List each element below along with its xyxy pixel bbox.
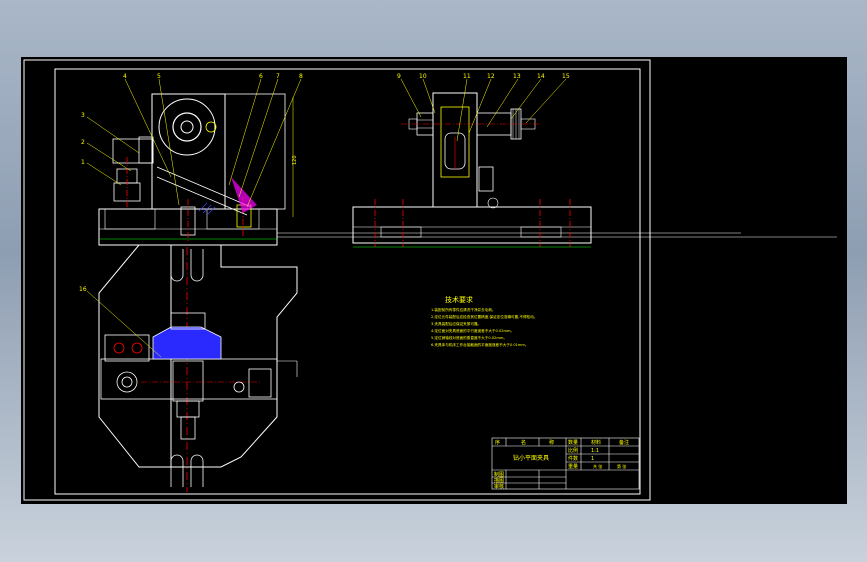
tb-val-1: 1 — [591, 456, 594, 462]
side-view — [352, 92, 592, 248]
callout-side-13: 13 — [513, 73, 521, 80]
callout-side-9: 9 — [397, 73, 401, 80]
tb-sign-2: 审核 — [494, 483, 504, 490]
tb-val-0: 1:1 — [591, 448, 599, 454]
tb-side-2: 重量 — [568, 463, 578, 470]
callout-side-15: 15 — [562, 73, 570, 80]
callout-front-8: 8 — [299, 73, 303, 80]
title-block — [491, 437, 640, 490]
tb-side-0: 比例 — [568, 447, 578, 454]
outer-border — [23, 59, 651, 501]
callout-side-12: 12 — [487, 73, 495, 80]
callout-top-16: 16 — [79, 286, 87, 293]
tech-line-4: 4.定位面对夹具底面的平行度误差不大于0.02mm。 — [431, 328, 514, 333]
callouts-front — [86, 78, 302, 208]
callout-side-14: 14 — [537, 73, 545, 80]
tech-line-3: 3.夹具装配后应保证夹紧可靠。 — [431, 321, 481, 326]
inner-border — [54, 68, 641, 495]
front-view: 120 — [98, 93, 298, 246]
callout-side-11: 11 — [463, 73, 471, 80]
callout-front-2: 2 — [81, 139, 85, 146]
tech-line-6: 6.夹具体与机床工作台接触面的平面度误差不大于0.01mm。 — [431, 342, 529, 347]
callouts-side — [400, 78, 567, 142]
tb-h1: 名 — [521, 439, 526, 446]
callout-front-1: 1 — [81, 159, 85, 166]
callout-front-7: 7 — [276, 73, 280, 80]
cad-viewport[interactable]: 120 4 5 6 7 8 3 2 1 — [21, 57, 847, 504]
svg-text:120: 120 — [292, 155, 298, 165]
tb-small-0: 共 张 — [593, 463, 602, 469]
callout-side-10: 10 — [419, 73, 427, 80]
tb-sign-0: 制图 — [494, 471, 504, 478]
tb-h0: 序 — [495, 439, 500, 446]
top-view — [98, 244, 298, 492]
tb-small-1: 第 张 — [617, 463, 626, 469]
tb-h4: 数量 — [568, 439, 578, 446]
tb-h6: 备注 — [619, 439, 629, 446]
callout-front-5: 5 — [157, 73, 161, 80]
assembly-drawing: 120 4 5 6 7 8 3 2 1 — [23, 59, 837, 501]
technical-requirements: 技术要求 1.装配前所有零件应清洗干净并去毛刺。 2.定位元件装配后应检查其位置… — [431, 295, 537, 347]
tech-line-2: 2.定位元件装配后应检查其位置精度,保证定位准确可靠,不得松动。 — [431, 314, 537, 319]
tb-side-1: 件数 — [568, 455, 578, 462]
callout-front-3: 3 — [81, 112, 85, 119]
tb-sign-1: 描图 — [494, 477, 504, 484]
callout-front-4: 4 — [123, 73, 127, 80]
tech-line-5: 5.定位销轴线对底面的垂直度不大于0.02mm。 — [431, 335, 507, 340]
tech-title: 技术要求 — [445, 295, 473, 304]
drawing-name: 钻小平面夹具 — [513, 454, 549, 462]
tb-h2: 称 — [549, 439, 554, 446]
tech-line-1: 1.装配前所有零件应清洗干净并去毛刺。 — [431, 307, 496, 312]
tb-h5: 材料 — [591, 439, 601, 446]
callout-front-6: 6 — [259, 73, 263, 80]
